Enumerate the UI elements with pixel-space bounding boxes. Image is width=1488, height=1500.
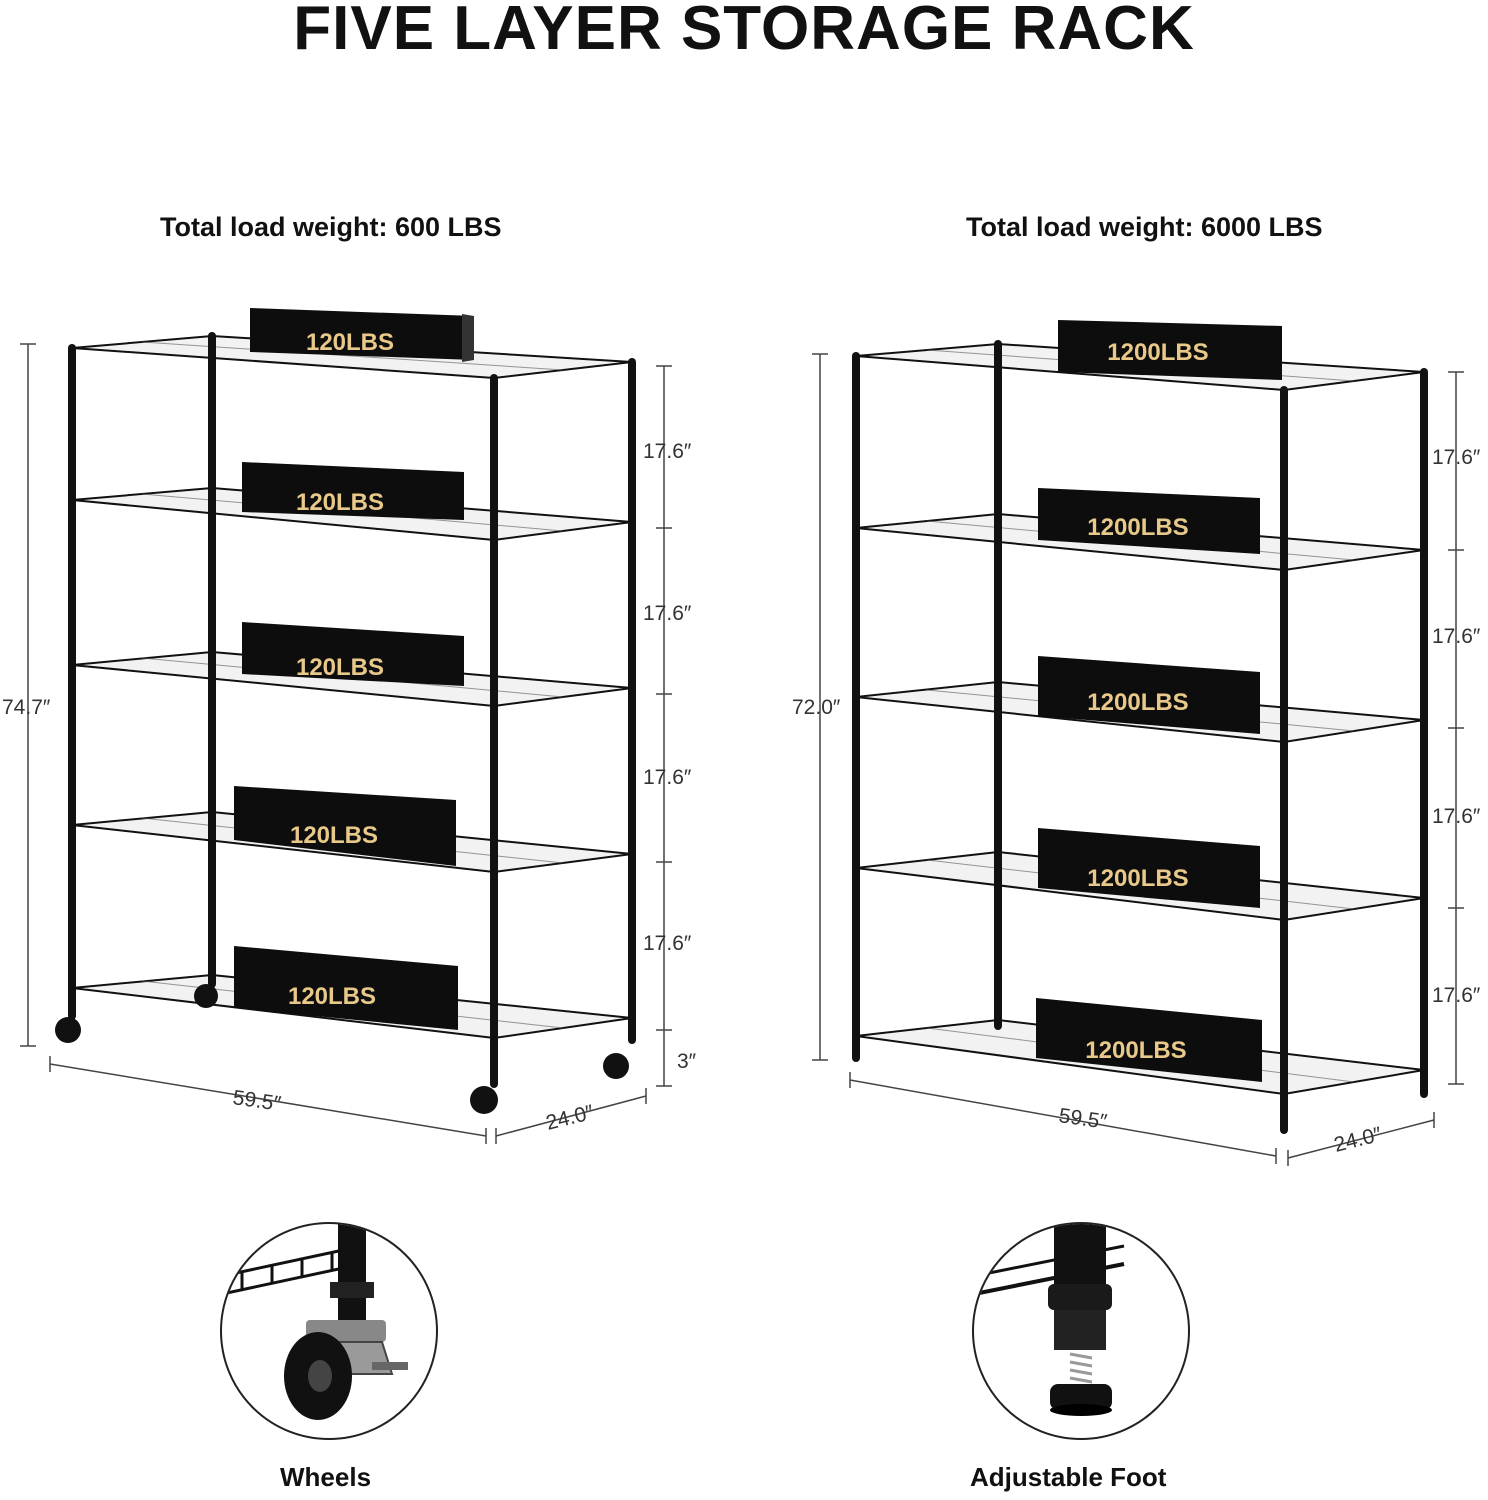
box-label: 120LBS: [296, 654, 384, 681]
caster-wheel-icon: [222, 1224, 408, 1420]
rack-left-height-label: 74.7″: [2, 696, 51, 719]
load-box: [1038, 656, 1260, 734]
load-box: [250, 308, 474, 362]
box-label: 1200LBS: [1087, 865, 1188, 892]
shelf-spacing-label: 17.6″: [1432, 984, 1481, 1007]
load-box: [1058, 320, 1282, 380]
box-label: 120LBS: [290, 822, 378, 849]
shelf-spacing-label: 17.6″: [1432, 446, 1481, 469]
box-label: 120LBS: [296, 489, 384, 516]
rack-right-load-weight: Total load weight: 6000 LBS: [966, 212, 1323, 242]
wheel-clearance-label: 3″: [677, 1050, 697, 1073]
load-box: [1038, 488, 1260, 554]
rack-left-posts: [68, 332, 636, 1088]
box-label: 1200LBS: [1087, 514, 1188, 541]
wheel-detail: [220, 1222, 438, 1440]
load-box: [1036, 998, 1262, 1082]
shelf-spacing-label: 17.6″: [1432, 805, 1481, 828]
load-box: [234, 786, 456, 866]
shelf-spacing-label: 17.6″: [643, 602, 692, 625]
rack-right-boxes: [1036, 320, 1282, 1082]
rack-left-wheels: [55, 984, 629, 1114]
load-box: [242, 622, 464, 686]
shelf-spacing-label: 17.6″: [1432, 625, 1481, 648]
box-label: 120LBS: [306, 329, 394, 356]
box-label: 1200LBS: [1085, 1037, 1186, 1064]
rack-right-posts: [852, 340, 1428, 1134]
shelf-spacing-label: 17.6″: [643, 440, 692, 463]
adjustable-foot-detail: [972, 1222, 1190, 1440]
box-label: 1200LBS: [1087, 689, 1188, 716]
adjustable-foot-icon: [974, 1224, 1125, 1416]
rack-right-width-label: 59.5″: [1057, 1104, 1109, 1134]
shelf-spacing-label: 17.6″: [643, 932, 692, 955]
box-label: 1200LBS: [1107, 339, 1208, 366]
adjustable-foot-caption: Adjustable Foot: [970, 1462, 1167, 1492]
load-box: [1038, 828, 1260, 908]
wheels-caption: Wheels: [280, 1462, 372, 1492]
rack-left-load-weight: Total load weight: 600 LBS: [160, 212, 502, 242]
rack-right-depth-label: 24.0″: [1332, 1123, 1385, 1157]
rack-left-boxes: [234, 308, 474, 1030]
box-label: 120LBS: [288, 983, 376, 1010]
rack-right-height-label: 72.0″: [792, 696, 841, 719]
page-title: FIVE LAYER STORAGE RACK: [293, 0, 1195, 63]
load-box: [234, 946, 458, 1030]
shelf-spacing-label: 17.6″: [643, 766, 692, 789]
load-box: [242, 462, 464, 520]
